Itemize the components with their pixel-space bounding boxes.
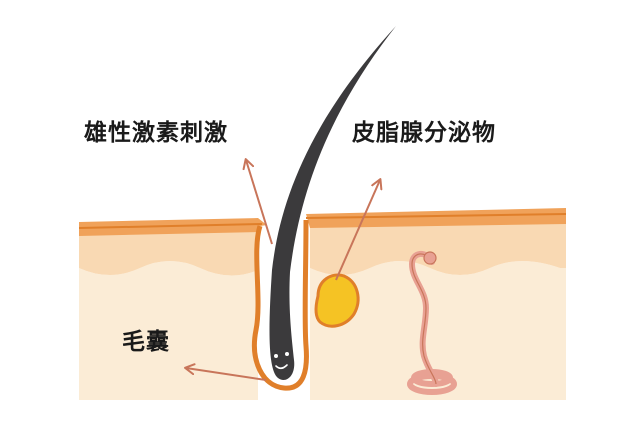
- arrow-hair-follicle: [184, 363, 267, 381]
- skin-surface-right: [306, 208, 566, 228]
- skin-surface-edge: [78, 223, 263, 229]
- sweat-gland-inner: [411, 253, 437, 385]
- smiling-face-icon: [274, 352, 289, 370]
- arrow-androgen-stimulation: [242, 158, 273, 245]
- hair-shaft: [269, 26, 396, 380]
- skin-surface-edge-right: [305, 213, 567, 219]
- dermis-layer: [79, 261, 258, 400]
- epidermis-layer: [79, 226, 258, 276]
- arrow-sebum-secretion: [335, 178, 383, 281]
- sweat-gland-pore: [423, 251, 437, 265]
- skin-surface-left: [79, 218, 268, 236]
- sebaceous-gland: [314, 273, 360, 328]
- dermis-layer-right: [310, 261, 566, 400]
- epidermis-layer-right: [310, 214, 566, 275]
- label-androgen-stimulation: 雄性激素刺激: [84, 120, 228, 146]
- label-sebum-secretion: 皮脂腺分泌物: [352, 120, 496, 146]
- label-hair-follicle: 毛囊: [122, 329, 170, 355]
